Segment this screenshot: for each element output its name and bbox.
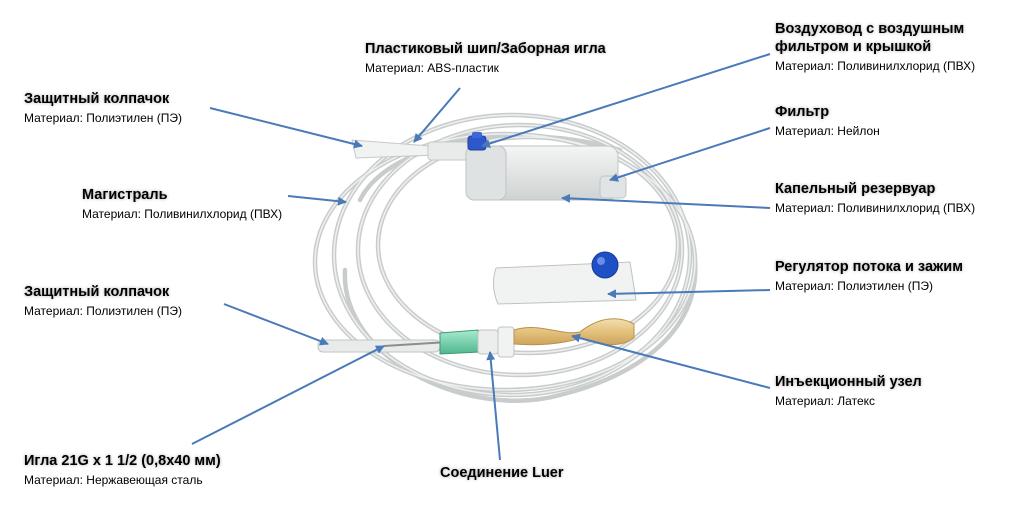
- label-spike: Пластиковый шип/Заборная игла Материал: …: [365, 40, 606, 76]
- label-tubing: Магистраль Материал: Поливинилхлорид (ПВ…: [82, 186, 282, 222]
- label-cap-top: Защитный колпачок Материал: Полиэтилен (…: [24, 90, 182, 126]
- spike-with-cap: [351, 139, 469, 161]
- needle-material: Материал: Нержавеющая сталь: [24, 473, 203, 488]
- arrow-tubing: [287, 195, 347, 206]
- air-vent-title-1: Воздуховод с воздушным: [775, 21, 965, 37]
- arrow-drip-chamber: [561, 193, 771, 209]
- label-arrows: [191, 53, 771, 461]
- cap-top-title: Защитный колпачок: [24, 91, 170, 107]
- arrow-spike: [413, 87, 461, 143]
- flow-regulator-material: Материал: Полиэтилен (ПЭ): [775, 279, 933, 294]
- drip-chamber: [465, 145, 627, 201]
- label-drip-chamber: Капельный резервуар Материал: Поливинилх…: [775, 180, 975, 216]
- label-cap-bottom: Защитный колпачок Материал: Полиэтилен (…: [24, 283, 182, 319]
- label-needle: Игла 21G x 1 1/2 (0,8x40 мм) Материал: Н…: [24, 452, 221, 488]
- cap-bottom-title: Защитный колпачок: [24, 284, 170, 300]
- luer-title: Соединение Luer: [440, 465, 564, 481]
- drip-chamber-material: Материал: Поливинилхлорид (ПВХ): [775, 201, 976, 216]
- label-luer: Соединение Luer: [440, 464, 564, 482]
- cap-bottom-material: Материал: Полиэтилен (ПЭ): [24, 304, 182, 319]
- arrow-needle: [191, 345, 385, 445]
- needle-title: Игла 21G x 1 1/2 (0,8x40 мм): [24, 453, 221, 469]
- tubing-coils: [312, 112, 698, 403]
- arrow-flow-regulator: [607, 289, 771, 299]
- flow-regulator: [492, 251, 637, 305]
- flow-regulator-title: Регулятор потока и зажим: [775, 259, 963, 275]
- cap-top-material: Материал: Полиэтилен (ПЭ): [24, 111, 182, 126]
- drip-chamber-title: Капельный резервуар: [775, 181, 936, 197]
- arrow-cap-top: [209, 107, 363, 149]
- air-vent-material: Материал: Поливинилхлорид (ПВХ): [775, 59, 976, 74]
- label-flow-regulator: Регулятор потока и зажим Материал: Полиэ…: [775, 258, 963, 294]
- filter-material: Материал: Нейлон: [775, 124, 880, 139]
- arrow-filter: [609, 127, 771, 182]
- needle-assembly: [317, 318, 635, 358]
- spike-material: Материал: ABS-пластик: [365, 61, 499, 76]
- tubing-title: Магистраль: [82, 187, 168, 203]
- air-vent-title-2: фильтром и крышкой: [775, 39, 932, 56]
- injection-site-material: Материал: Латекс: [775, 394, 876, 409]
- label-air-vent: Воздуховод с воздушным фильтром и крышко…: [775, 20, 975, 74]
- label-injection-site: Инъекционный узел Материал: Латекс: [775, 373, 922, 409]
- label-filter: Фильтр Материал: Нейлон: [775, 103, 880, 139]
- tubing-material: Материал: Поливинилхлорид (ПВХ): [82, 207, 283, 222]
- arrow-cap-bottom: [223, 303, 329, 346]
- arrow-air-vent: [481, 53, 771, 148]
- filter-title: Фильтр: [775, 104, 830, 120]
- arrow-injection-site: [571, 333, 771, 389]
- injection-site-title: Инъекционный узел: [775, 374, 922, 390]
- spike-title: Пластиковый шип/Заборная игла: [365, 41, 606, 57]
- arrow-luer: [486, 351, 501, 461]
